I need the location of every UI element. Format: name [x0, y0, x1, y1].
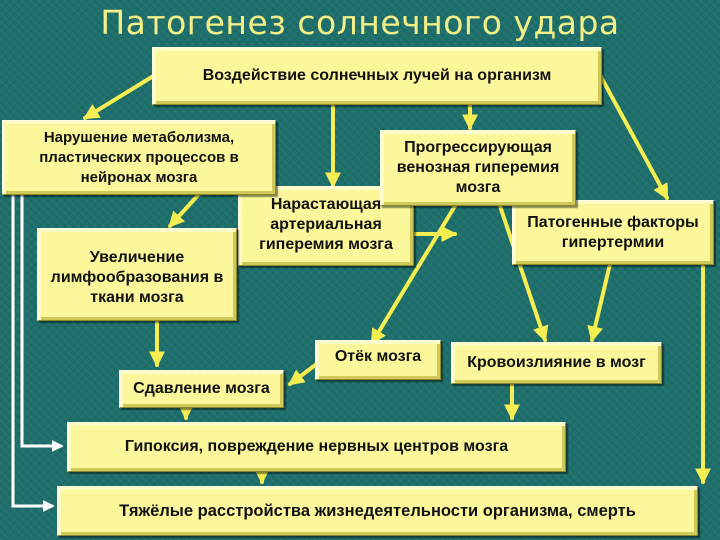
arrow-venous-to-hemorrhage [498, 204, 549, 343]
node-severe: Тяжёлые расстройства жизнедеятельности о… [57, 486, 698, 536]
node-edema: Отёк мозга [315, 340, 441, 380]
node-lymph: Увеличение лимфообразования в ткани мозг… [37, 228, 237, 321]
node-compression: Сдавление мозга [119, 370, 284, 408]
arrow-sun-to-hyperthermia [598, 73, 669, 201]
arrow-venous-to-edema [370, 204, 457, 346]
page-title: Патогенез солнечного удара [100, 3, 620, 42]
node-arterial: Нарастающая артериальная гиперемия мозга [238, 186, 414, 266]
arrow-metabolism-to-hypoxia [20, 195, 64, 452]
node-sun-exposure: Воздействие солнечных лучей на организм [152, 47, 602, 105]
arrow-metabolism-to-lymph [168, 191, 202, 228]
node-hyperthermia: Патогенные факторы гипертермии [512, 200, 714, 265]
arrow-sun-to-metabolism [82, 73, 157, 120]
node-hypoxia: Гипоксия, повреждение нервных центров мо… [67, 422, 566, 472]
arrow-hyperthermia-to-hemorrhage [587, 262, 612, 343]
node-venous: Прогрессирующая венозная гиперемия мозга [380, 130, 576, 206]
node-metabolism: Нарушение метаболизма, пластических проц… [2, 120, 276, 195]
arrow-metabolism-to-severe [11, 195, 55, 512]
node-hemorrhage: Кровоизлияние в мозг [451, 342, 662, 384]
